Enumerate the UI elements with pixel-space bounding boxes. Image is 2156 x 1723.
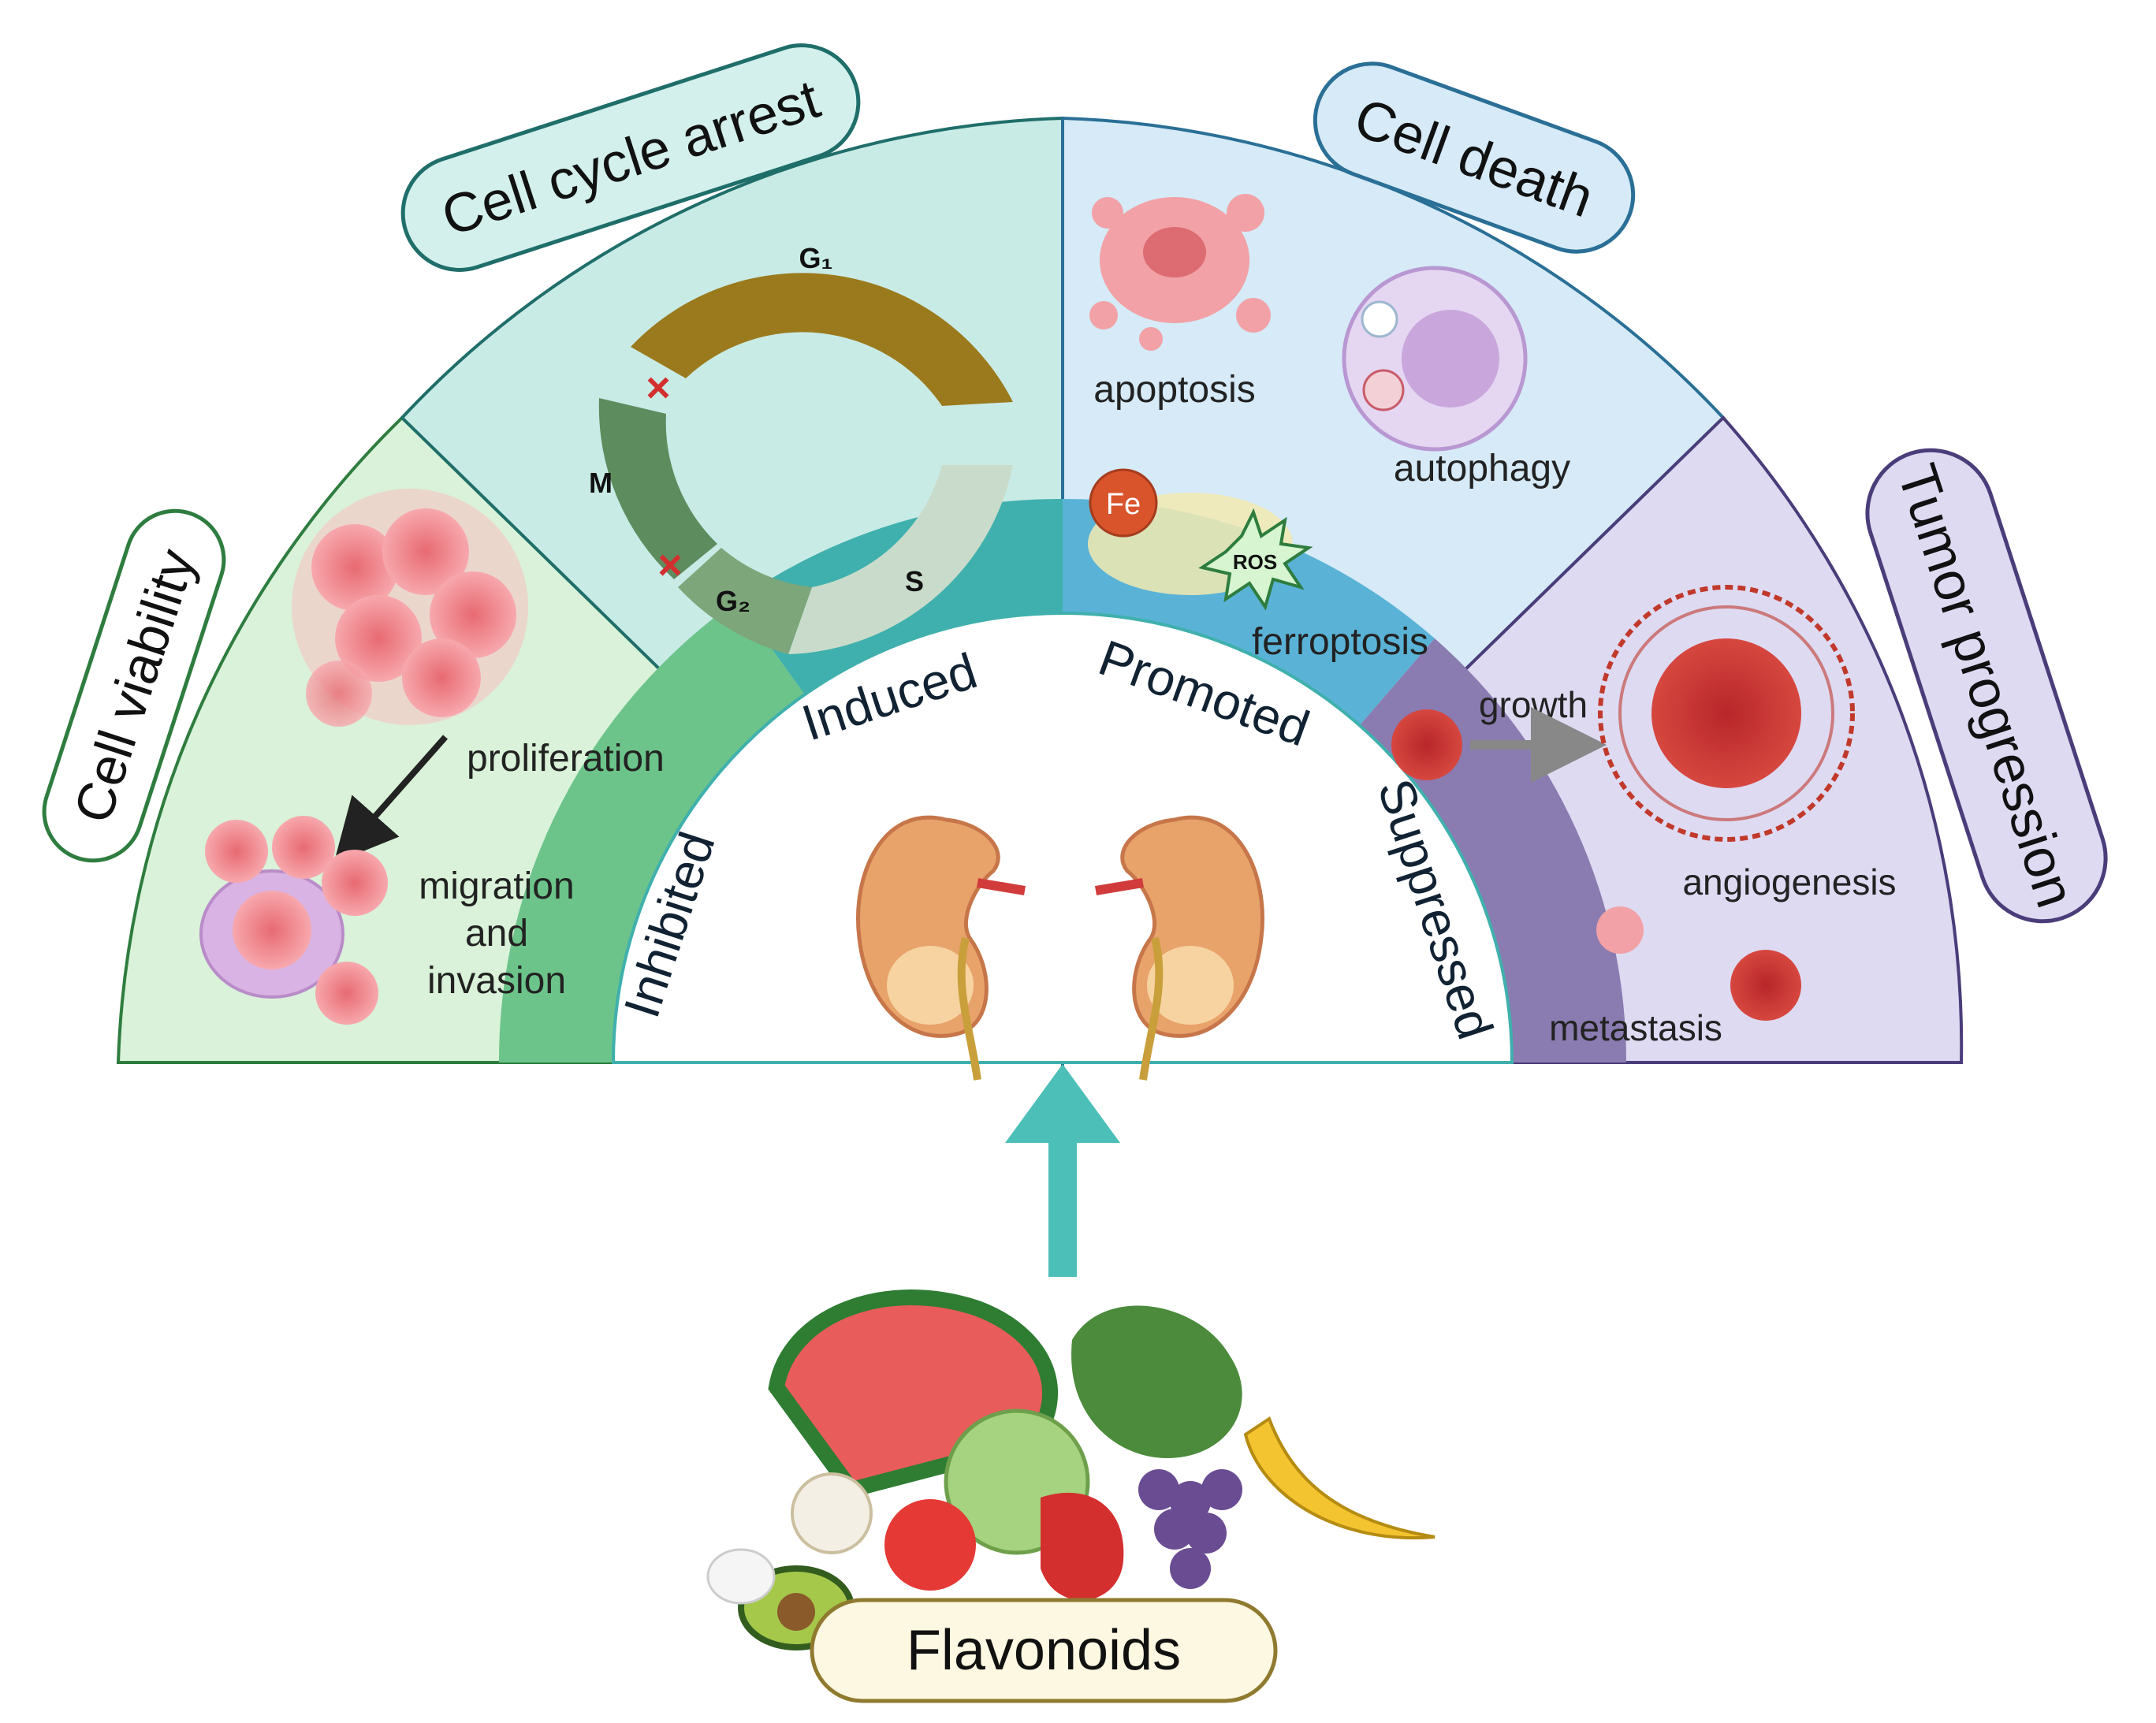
small-tumor (1391, 709, 1462, 780)
ring-inhibited (498, 601, 804, 1062)
metastasis-label: metastasis (1549, 1007, 1722, 1048)
metastatic-tumor (1730, 950, 1801, 1021)
metastatic-cell (1596, 906, 1644, 954)
flavonoids-pill: Flavonoids (810, 1598, 1278, 1703)
proliferation-label: proliferation (467, 738, 665, 780)
phase-g1-arc (631, 273, 1013, 406)
foods-illustration (706, 1289, 1435, 1650)
flavonoids-label: Flavonoids (907, 1619, 1181, 1682)
ros-label: ROS (1233, 550, 1277, 574)
arrest-mark-g2-m: × (657, 541, 683, 589)
cell-cycle-wheel: G₁ S G₂ M × × (589, 242, 1013, 654)
vascularized-tumor (1598, 585, 1855, 842)
phase-s-arc (788, 465, 1013, 654)
phase-g1-label: G₁ (799, 242, 833, 274)
iron-icon (1089, 468, 1158, 538)
apoptosis-label: apoptosis (1093, 369, 1255, 411)
autophagy-label: autophagy (1394, 448, 1570, 489)
migration-label-3: invasion (427, 960, 566, 1002)
proliferating-cells-cluster (292, 489, 528, 727)
proliferation-arrow (333, 735, 448, 863)
avocado-pit (777, 1593, 815, 1631)
tomato-icon (884, 1499, 976, 1591)
up-arrow (1005, 1064, 1120, 1277)
apoptosis-icon (1089, 194, 1271, 351)
garlic-icon (791, 1472, 873, 1554)
phase-m-label: M (589, 467, 613, 499)
center-disk (611, 612, 1514, 1064)
migration-label-2: and (465, 913, 528, 955)
ferroptosis-label: ferroptosis (1252, 621, 1428, 663)
fe-label: Fe (1106, 488, 1141, 521)
growth-label: growth (1479, 684, 1588, 725)
migration-label-1: migration (419, 865, 574, 907)
kidney-right-icon (1095, 815, 1264, 1081)
phase-s-label: S (905, 565, 924, 597)
pepper-icon (1041, 1492, 1124, 1601)
bananas-icon (1243, 1416, 1435, 1540)
ros-burst-icon (1198, 508, 1313, 611)
phase-g2-arc (678, 548, 812, 654)
autophagy-icon (1342, 266, 1528, 452)
arrest-mark-g1-m: × (646, 364, 671, 411)
migrating-cells (199, 816, 388, 1025)
angiogenesis-label: angiogenesis (1682, 862, 1896, 902)
grapes-icon (1138, 1469, 1242, 1589)
kidney-left-icon (856, 815, 1026, 1081)
leafy-greens-icon (1071, 1305, 1242, 1458)
ferroptosis-icon: Fe ROS (1088, 468, 1313, 611)
phase-g2-label: G₂ (716, 585, 750, 617)
phase-m-arc (598, 398, 717, 579)
egg-icon (706, 1548, 776, 1605)
